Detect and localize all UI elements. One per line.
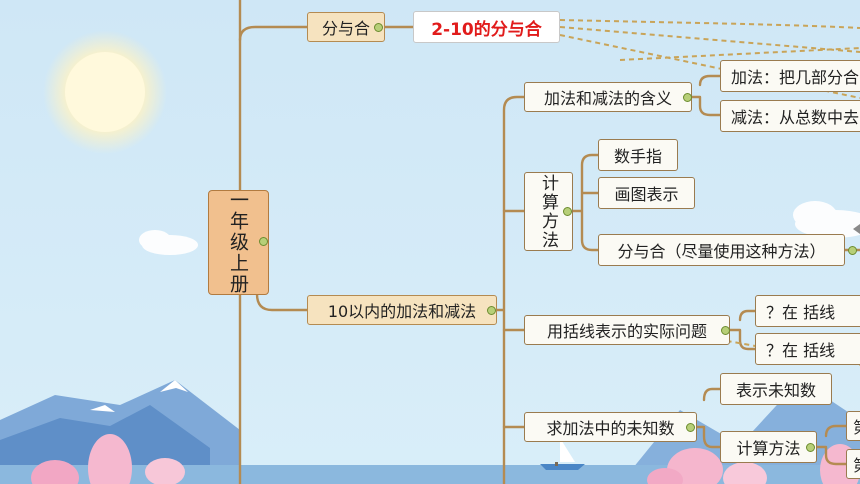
collapse-toggle-meaning[interactable] <box>683 93 692 102</box>
collapse-toggle-fenyuhe[interactable] <box>374 23 383 32</box>
node-meaning[interactable]: 加法和减法的含义 <box>524 82 692 112</box>
relation-line-1 <box>559 26 860 53</box>
collapse-toggle-root[interactable] <box>259 237 268 246</box>
sun <box>65 52 145 132</box>
node-meaning-add[interactable]: 加法：把几部分合 <box>720 60 860 92</box>
pink-trees <box>31 434 860 484</box>
branch-node-fenyuhe[interactable]: 分与合 <box>307 12 385 42</box>
node-unknown[interactable]: 求加法中的未知数 <box>524 412 697 442</box>
root-node[interactable]: 一年级上册 <box>208 190 269 295</box>
node-unknown-grandchild-1[interactable]: 第 <box>846 411 860 441</box>
node-2-10-fenyuhe[interactable]: 2-10的分与合 <box>413 11 560 43</box>
collapse-toggle-methods[interactable] <box>563 207 572 216</box>
node-method-drawing[interactable]: 画图表示 <box>598 177 695 209</box>
link-root-jiajian <box>255 292 309 312</box>
relation-line-4 <box>619 47 860 61</box>
link-brackets-children <box>728 309 757 351</box>
node-brackets-child-1[interactable]: ？在 括线 <box>755 295 860 327</box>
node-unknown-grandchild-2[interactable]: 第 <box>846 449 860 479</box>
relation-arrowhead <box>853 224 860 234</box>
sailboat <box>540 438 585 470</box>
node-unknown-calc[interactable]: 计算方法 <box>720 431 817 463</box>
collapse-toggle-jiajian[interactable] <box>487 306 496 315</box>
node-brackets[interactable]: 用括线表示的实际问题 <box>524 315 730 345</box>
link-unknown-grandchildren <box>815 424 848 466</box>
collapse-toggle-unknown-calc[interactable] <box>806 443 815 452</box>
branch-node-jiajian[interactable]: 10以内的加法和减法 <box>307 295 497 325</box>
node-brackets-child-2[interactable]: ？在 括线 <box>755 333 860 365</box>
collapse-toggle-unknown[interactable] <box>686 423 695 432</box>
collapse-toggle-decompose[interactable] <box>848 246 857 255</box>
link-root-fenyuhe <box>238 25 309 42</box>
node-meaning-sub[interactable]: 减法：从总数中去 <box>720 100 860 132</box>
relation-line-3 <box>559 19 860 29</box>
link-methods-children <box>571 153 600 252</box>
collapse-toggle-brackets[interactable] <box>721 326 730 335</box>
node-unknown-represent[interactable]: 表示未知数 <box>720 373 832 405</box>
cloud-left <box>139 201 860 255</box>
node-method-decompose[interactable]: 分与合（尽量使用这种方法） <box>598 234 845 266</box>
link-meaning-children <box>690 74 722 117</box>
link-unknown-children <box>695 387 722 449</box>
node-method-fingers[interactable]: 数手指 <box>598 139 678 171</box>
link-jiajian-trunk <box>495 95 526 484</box>
